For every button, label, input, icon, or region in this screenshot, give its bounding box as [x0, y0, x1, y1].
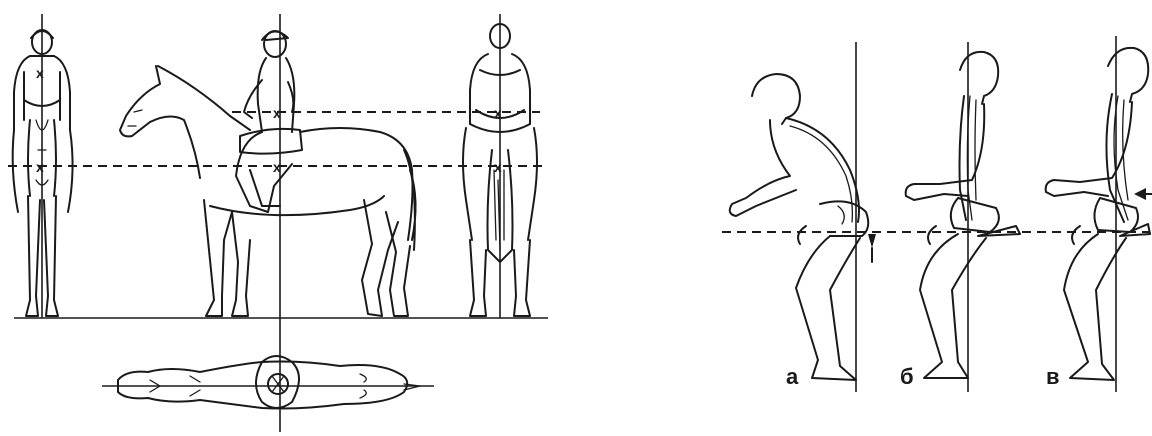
back-rider-mark: x: [494, 105, 502, 121]
posture-panel-b: б: [900, 42, 1020, 392]
posture-panel-c: в: [1046, 36, 1152, 392]
front-rider-mark: x: [36, 65, 44, 81]
side-rider-mark: x: [273, 105, 281, 121]
panel-a-arrow: [868, 234, 876, 248]
back-center-mark: x: [494, 159, 502, 175]
side-center-mark: x: [273, 159, 281, 175]
posture-figure: а б: [722, 36, 1152, 392]
panel-b-label: б: [900, 364, 914, 389]
posture-panel-a: а: [730, 42, 876, 392]
rider-balance-figure: x x: [8, 14, 548, 432]
panel-c-label: в: [1046, 364, 1060, 389]
panel-a-label: а: [786, 364, 799, 389]
front-center-mark: x: [36, 159, 44, 175]
panel-c-arrow: [1134, 188, 1146, 200]
front-view: x x: [13, 14, 73, 318]
top-view: [102, 356, 434, 409]
